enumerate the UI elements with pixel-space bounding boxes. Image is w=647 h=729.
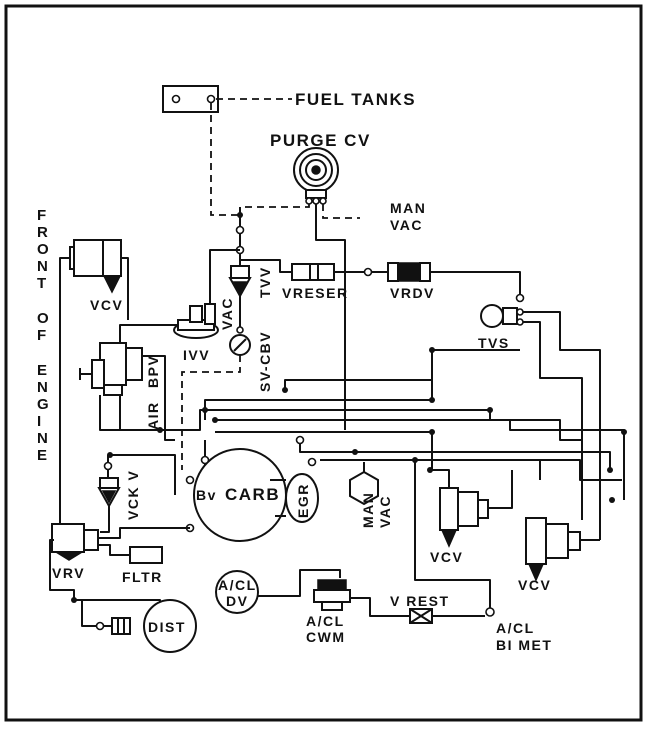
svg-text:N: N — [37, 258, 48, 275]
fltr-filter — [129, 546, 163, 564]
vreser-reservoir — [291, 263, 335, 281]
vcv-mid-right-valve — [439, 487, 489, 548]
purge-to-carb-hose — [315, 204, 346, 430]
vcv-to-bimet-hose — [414, 460, 491, 608]
v-rest-label: V REST — [390, 593, 450, 609]
vrdv-label: VRDV — [390, 285, 435, 301]
a-cl-dv-label-1: A/CL — [218, 577, 257, 593]
vck-v-valve — [97, 477, 121, 509]
distributor — [111, 599, 197, 653]
svcbv-dashed-line — [181, 355, 241, 470]
tvv-valve — [228, 265, 252, 299]
dist-label: DIST — [148, 619, 186, 635]
man-vac-top-label-2: VAC — [390, 217, 423, 233]
svg-text:O: O — [37, 310, 49, 327]
svg-text:E: E — [37, 447, 47, 464]
vcv-mid-top-hose — [432, 469, 450, 488]
vckv-top-hose — [108, 454, 176, 495]
fuel-tank-line — [210, 103, 240, 216]
carb-label: CARB — [225, 485, 280, 504]
egr-label: EGR — [295, 483, 311, 518]
svg-text:N: N — [37, 430, 48, 447]
vrv-to-dist-hose — [49, 539, 75, 600]
vcv-mid-right-label: VCV — [430, 549, 463, 565]
fuel-tank-connector — [162, 85, 219, 113]
ivv-valve — [173, 303, 219, 339]
svg-text:R: R — [37, 224, 48, 241]
manifold-hose-3 — [205, 409, 582, 441]
man-vac-mid-label-1: MAN — [360, 492, 376, 528]
svg-text:O: O — [37, 241, 49, 258]
tvv-label: TVV — [257, 266, 273, 298]
manifold-hose-4 — [215, 419, 625, 500]
manifold-hose-8 — [320, 459, 622, 481]
a-cl-cwm-label-2: CWM — [306, 629, 346, 645]
tvs-label: TVS — [478, 335, 510, 351]
tvs-to-vcv-hose — [523, 321, 583, 520]
man-vac-top-label-1: MAN — [390, 200, 426, 216]
tvv-to-vreser-hose — [240, 259, 292, 273]
vckv-to-vrv-hose — [100, 506, 110, 533]
svg-text:T: T — [37, 275, 46, 292]
carburetor — [185, 435, 317, 542]
fuel-tanks-label: FUEL TANKS — [295, 90, 416, 109]
bpv-label: BPV — [145, 355, 161, 388]
manifold-hose-7 — [299, 440, 611, 470]
svg-text:G: G — [37, 396, 49, 413]
vrv-to-carb-hose — [98, 527, 190, 539]
a-cl-dv-valve — [215, 570, 259, 614]
vcv-low-right-valve — [525, 517, 581, 582]
tvs-switch — [480, 304, 524, 328]
a-cl-dv-label-2: DV — [226, 593, 248, 609]
vcv-mid-hose — [488, 470, 513, 509]
a-cl-bimet-label-1: A/CL — [496, 620, 535, 636]
man-vac-mid-label-2: VAC — [377, 495, 393, 528]
cwm-to-vrest-hose — [350, 597, 410, 617]
purge-to-canister-line — [240, 204, 310, 208]
vac-label: VAC — [219, 297, 235, 330]
vcv-right-hose — [121, 257, 129, 320]
svg-text:I: I — [37, 413, 41, 430]
vreser-label: VRESER — [282, 285, 349, 301]
svg-text:F: F — [37, 207, 46, 224]
v-rest-restrictor — [409, 608, 433, 624]
vrv-label: VRV — [52, 565, 85, 581]
vck-v-label: VCK V — [125, 470, 141, 520]
a-cl-cwm-label-1: A/CL — [306, 613, 345, 629]
purge-to-manvac-line — [322, 204, 360, 219]
purge-cv-label: PURGE CV — [270, 131, 371, 150]
tvs-to-vcv2-hose — [523, 311, 601, 540]
svg-text:E: E — [37, 362, 47, 379]
air-label: AIR — [145, 401, 161, 430]
vrdv-to-tvs-hose — [430, 271, 521, 298]
vrdv-valve — [387, 262, 431, 282]
egr-valve — [270, 473, 319, 523]
vrv-valve — [51, 523, 99, 561]
a-cl-bimet-label-2: BI MET — [496, 637, 552, 653]
a-cl-cwm-motor — [313, 579, 351, 611]
vcv-low-right-label: VCV — [518, 577, 551, 593]
acl-dv-to-cwm-hose — [258, 569, 341, 597]
bpv-to-carb-hose — [142, 355, 175, 441]
purge-cv-valve — [293, 147, 339, 205]
svg-text:F: F — [37, 327, 46, 344]
svg-text:N: N — [37, 379, 48, 396]
sv-cbv-label: SV-CBV — [257, 331, 273, 392]
ivv-label: IVV — [183, 347, 210, 363]
fltr-label: FLTR — [122, 569, 163, 585]
air-bpv-valve — [79, 342, 143, 396]
bv-label: Bv — [196, 487, 217, 503]
vcv-top-left-label: VCV — [90, 297, 123, 313]
vrv-to-fltr-hose — [98, 544, 130, 556]
front-of-engine-label: F R O N T O F E N G I N E — [37, 207, 49, 464]
